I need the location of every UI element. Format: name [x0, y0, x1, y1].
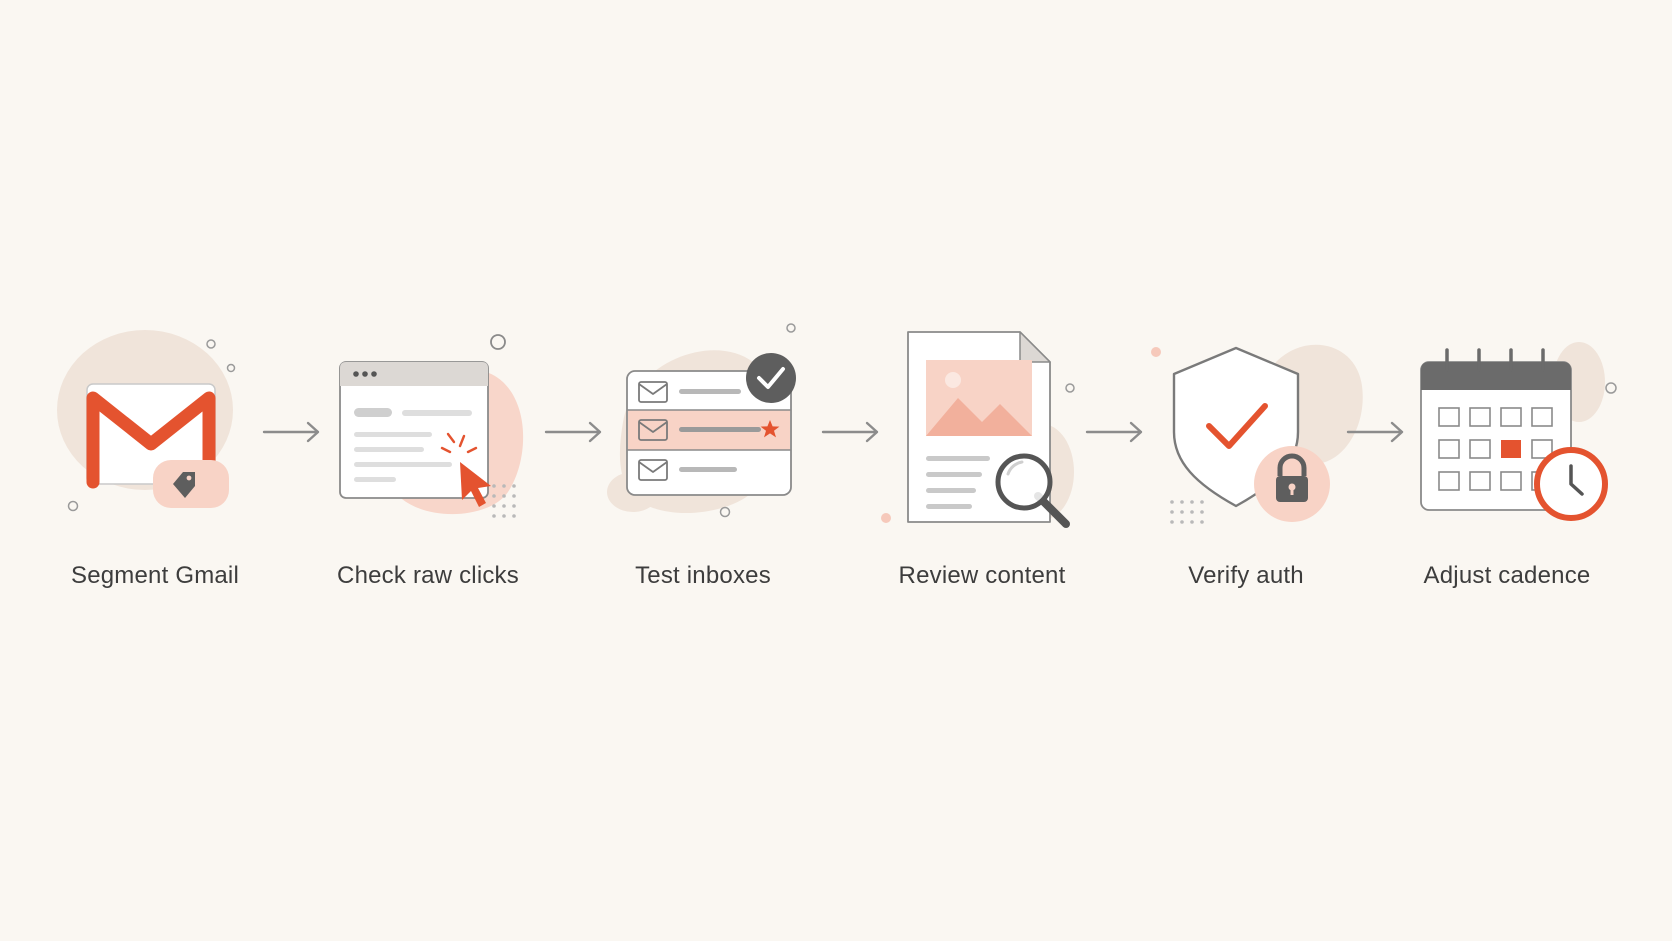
step-check-raw-clicks: Check raw clicks	[308, 322, 548, 594]
step-segment-gmail: Segment Gmail	[35, 322, 275, 594]
arrow-right-icon	[1085, 421, 1143, 443]
arrow-right-icon	[821, 421, 879, 443]
arrow-right-icon	[262, 421, 320, 443]
step-review-content: Review content	[862, 322, 1102, 594]
step-label: Test inboxes	[635, 562, 771, 589]
arrow-right-icon	[544, 421, 602, 443]
gmail-tag-icon	[57, 330, 236, 512]
step-adjust-cadence: Adjust cadence	[1387, 322, 1627, 594]
step-test-inboxes: Test inboxes	[583, 322, 823, 594]
browser-cursor-icon	[339, 334, 524, 518]
document-magnifier-icon	[881, 331, 1075, 528]
arrow-right-icon	[1346, 421, 1404, 443]
inbox-list-check-icon	[607, 323, 796, 518]
step-label: Review content	[898, 562, 1066, 589]
shield-lock-icon	[1151, 344, 1363, 524]
calendar-clock-icon	[1420, 342, 1617, 521]
step-verify-auth: Verify auth	[1126, 322, 1366, 594]
step-label: Adjust cadence	[1423, 562, 1591, 589]
step-label: Check raw clicks	[337, 562, 519, 589]
step-label: Segment Gmail	[71, 562, 239, 589]
step-label: Verify auth	[1188, 562, 1304, 589]
